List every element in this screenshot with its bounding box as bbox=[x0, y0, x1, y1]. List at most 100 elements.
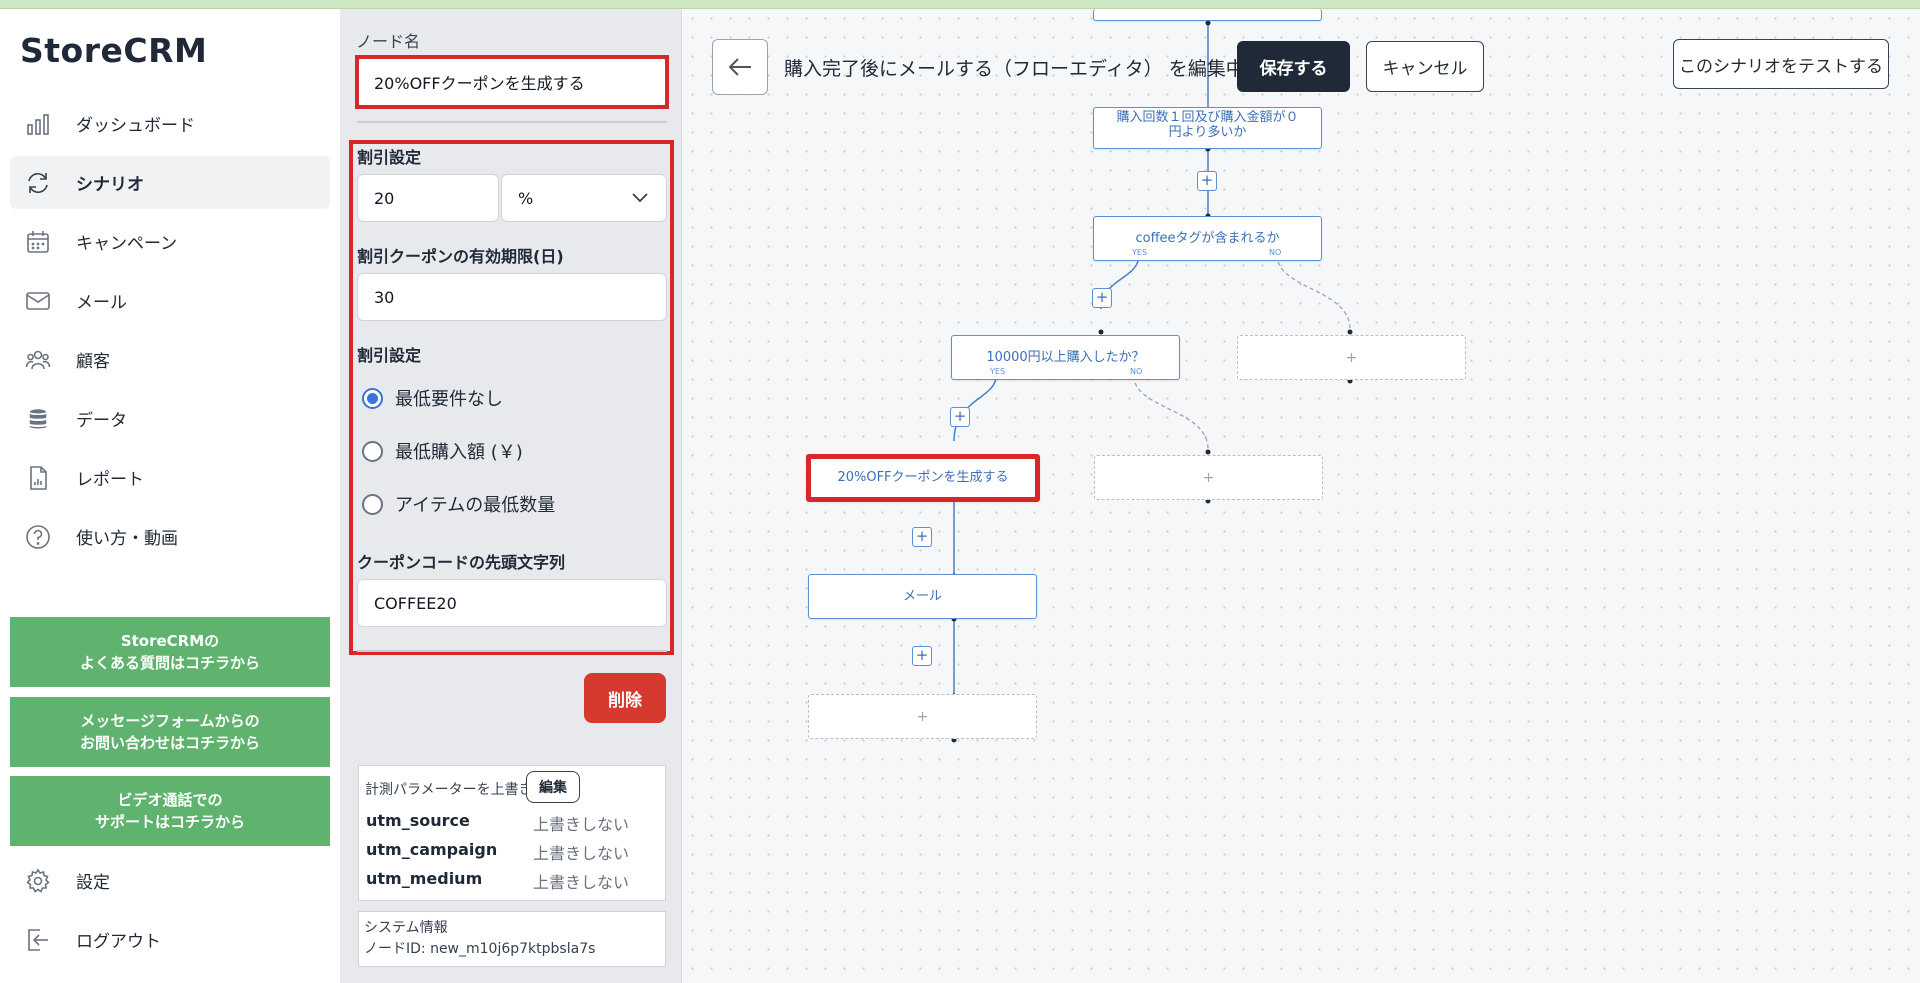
test-scenario-button[interactable]: このシナリオをテストする bbox=[1673, 39, 1889, 89]
system-info-box: システム情報 ノードID: new_m10j6p7ktpbsla7s bbox=[358, 911, 666, 967]
scenario-edit-title: 購入完了後にメールする（フローエディタ） を編集中 bbox=[784, 58, 1245, 80]
sidebar-item-report[interactable]: レポート bbox=[10, 451, 330, 504]
logout-icon bbox=[24, 926, 52, 954]
utm-key: utm_campaign bbox=[366, 840, 498, 859]
sidebar-item-help[interactable]: 使い方・動画 bbox=[10, 510, 330, 563]
highlight-node-name bbox=[355, 55, 669, 109]
utm-key: utm_medium bbox=[366, 869, 483, 888]
sidebar-item-data[interactable]: データ bbox=[10, 392, 330, 445]
add-node-button[interactable]: + bbox=[912, 527, 932, 547]
contact-form-button-line2: お問い合わせはコチラから bbox=[79, 734, 260, 752]
discount-label: 割引設定 bbox=[357, 148, 422, 167]
flow-node-mail[interactable]: メール bbox=[808, 574, 1037, 619]
expiry-input[interactable]: 30 bbox=[357, 273, 667, 321]
radio-label: アイテムの最低数量 bbox=[395, 495, 556, 516]
chevron-down-icon bbox=[632, 193, 648, 203]
expiry-label: 割引クーポンの有効期限(日) bbox=[357, 247, 564, 266]
add-node-button[interactable]: + bbox=[1092, 288, 1112, 308]
sidebar-item-customers[interactable]: 顧客 bbox=[10, 333, 330, 386]
sidebar-item-label: メール bbox=[76, 293, 127, 313]
sidebar-item-label: 設定 bbox=[76, 873, 110, 893]
no-branch-label: NO bbox=[1269, 248, 1282, 257]
node-name-label: ノード名 bbox=[356, 32, 421, 51]
prefix-input[interactable]: COFFEE20 bbox=[357, 579, 667, 627]
flow-node-label: 10000円以上購入したか？ bbox=[986, 349, 1145, 365]
radio-no-minimum[interactable]: 最低要件なし bbox=[362, 385, 503, 411]
contact-form-button[interactable]: メッセージフォームからの お問い合わせはコチラから bbox=[10, 697, 330, 767]
discount-unit-select[interactable]: % bbox=[501, 174, 667, 222]
radio-min-amount[interactable]: 最低購入額 (￥) bbox=[362, 438, 523, 464]
utm-override-box: 計測パラメーターを上書き 編集 utm_source 上書きしない utm_cam… bbox=[358, 765, 666, 901]
sidebar-item-logout[interactable]: ログアウト bbox=[10, 913, 330, 966]
flow-node-empty-placeholder[interactable]: + bbox=[1094, 455, 1323, 500]
save-button[interactable]: 保存する bbox=[1237, 41, 1350, 92]
sidebar-item-settings[interactable]: 設定 bbox=[10, 854, 330, 907]
flow-node-coffee-tag[interactable]: coffeeタグが含まれるか YES NO bbox=[1093, 216, 1322, 261]
top-strip bbox=[0, 0, 1920, 9]
utm-value: 上書きしない bbox=[533, 815, 630, 834]
yes-branch-label: YES bbox=[990, 367, 1006, 376]
radio-button[interactable] bbox=[362, 493, 383, 515]
radio-button-checked[interactable] bbox=[362, 387, 383, 409]
report-file-icon bbox=[24, 464, 52, 492]
sidebar-nav: ダッシュボード シナリオ キャンペーン メール 顧客 データ レポート 使い方 bbox=[10, 97, 330, 569]
utm-value: 上書きしない bbox=[533, 844, 630, 863]
sidebar-item-label: ログアウト bbox=[76, 932, 161, 952]
flow-node-label: coffeeタグが含まれるか bbox=[1135, 230, 1280, 246]
flow-node-coupon-selected[interactable]: 20%OFFクーポンを生成する bbox=[806, 454, 1040, 502]
radio-button[interactable] bbox=[362, 440, 383, 462]
video-support-button-line1: ビデオ通話での bbox=[117, 791, 223, 809]
faq-button-line2: よくある質問はコチラから bbox=[79, 654, 260, 672]
contact-form-button-line1: メッセージフォームからの bbox=[80, 712, 260, 730]
sidebar: StoreCRM ダッシュボード シナリオ キャンペーン メール 顧客 データ … bbox=[0, 9, 340, 983]
gear-icon bbox=[24, 867, 52, 895]
sidebar-item-label: レポート bbox=[76, 470, 144, 490]
sidebar-bottom-nav: 設定 ログアウト bbox=[10, 854, 330, 972]
highlight-coupon-settings bbox=[349, 140, 674, 655]
utm-edit-button[interactable]: 編集 bbox=[526, 771, 580, 803]
sidebar-item-dashboard[interactable]: ダッシュボード bbox=[10, 97, 330, 150]
utm-title: 計測パラメーターを上書き bbox=[365, 782, 533, 798]
sidebar-item-campaign[interactable]: キャンペーン bbox=[10, 215, 330, 268]
database-icon bbox=[24, 405, 52, 433]
utm-row: utm_source 上書きしない bbox=[366, 811, 629, 835]
flow-node-label: 円より多いか bbox=[1168, 125, 1247, 140]
flow-node-empty-placeholder[interactable]: + bbox=[1237, 335, 1466, 380]
sidebar-item-mail[interactable]: メール bbox=[10, 274, 330, 327]
flow-node-amount-check[interactable]: 10000円以上購入したか？ YES NO bbox=[951, 335, 1180, 380]
sidebar-item-label: 顧客 bbox=[76, 352, 110, 372]
sidebar-item-label: シナリオ bbox=[76, 175, 144, 195]
back-button[interactable] bbox=[712, 39, 768, 95]
refresh-cycle-icon bbox=[24, 169, 52, 197]
app-logo: StoreCRM bbox=[20, 31, 208, 70]
delete-button[interactable]: 削除 bbox=[584, 673, 666, 723]
radio-min-quantity[interactable]: アイテムの最低数量 bbox=[362, 491, 555, 517]
flow-node-empty-placeholder[interactable]: + bbox=[808, 694, 1037, 739]
mail-icon bbox=[24, 287, 52, 315]
condition-label: 割引設定 bbox=[357, 346, 422, 365]
bar-chart-icon bbox=[24, 110, 52, 138]
sidebar-item-scenario[interactable]: シナリオ bbox=[10, 156, 330, 209]
node-settings-panel: ノード名 20%OFFクーポンを生成する 割引設定 20 % 割引クーポンの有効… bbox=[340, 9, 682, 983]
faq-button[interactable]: StoreCRMの よくある質問はコチラから bbox=[10, 617, 330, 687]
sidebar-item-label: キャンペーン bbox=[76, 234, 178, 254]
discount-value-input[interactable]: 20 bbox=[357, 174, 499, 222]
flow-node-purchase-condition[interactable]: 購入回数１回及び購入金額が０ 円より多いか bbox=[1093, 107, 1322, 149]
add-node-button[interactable]: + bbox=[950, 407, 970, 427]
utm-row: utm_campaign 上書きしない bbox=[366, 840, 629, 864]
sidebar-item-label: ダッシュボード bbox=[76, 116, 195, 136]
calendar-icon bbox=[24, 228, 52, 256]
divider bbox=[357, 121, 667, 123]
cancel-button[interactable]: キャンセル bbox=[1366, 41, 1484, 92]
video-support-button[interactable]: ビデオ通話での サポートはコチラから bbox=[10, 776, 330, 846]
flow-node-label: 購入回数１回及び購入金額が０ bbox=[1116, 110, 1299, 125]
utm-key: utm_source bbox=[366, 811, 470, 830]
flow-node-top-partial[interactable] bbox=[1093, 9, 1322, 21]
arrow-left-icon bbox=[728, 58, 751, 76]
no-branch-label: NO bbox=[1130, 367, 1143, 376]
users-icon bbox=[24, 346, 52, 374]
add-node-button[interactable]: + bbox=[1197, 171, 1217, 191]
video-support-button-line2: サポートはコチラから bbox=[94, 813, 245, 831]
add-node-button[interactable]: + bbox=[912, 646, 932, 666]
